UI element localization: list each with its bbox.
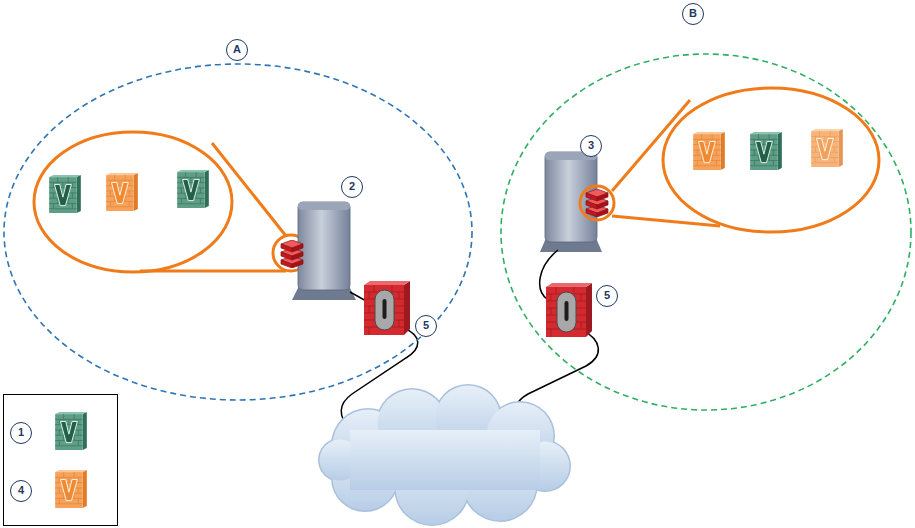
callout-number: 5 bbox=[596, 285, 618, 307]
region-boundary: A bbox=[2, 38, 474, 402]
perimeter-firewall-icon bbox=[546, 283, 592, 337]
vfirewall-stack-icon bbox=[586, 189, 608, 217]
orange-firewall-icon bbox=[811, 129, 843, 167]
legend-number: 4 bbox=[10, 480, 32, 502]
orange-firewall-icon bbox=[693, 132, 725, 170]
server-tower bbox=[292, 202, 356, 300]
vfirewall-stack-icon bbox=[281, 240, 303, 268]
legend-green-firewall-icon bbox=[55, 412, 87, 450]
region-label: A bbox=[226, 39, 248, 61]
perimeter-firewall-icon bbox=[364, 281, 410, 335]
green-firewall-icon bbox=[750, 132, 782, 170]
callout-number: 3 bbox=[580, 135, 602, 157]
dashed-ellipse bbox=[501, 54, 911, 410]
callout-number: 5 bbox=[415, 315, 437, 337]
green-firewall-icon bbox=[49, 175, 81, 213]
region-boundary: B bbox=[500, 2, 914, 412]
dashed-ellipse bbox=[4, 64, 472, 400]
legend-orange-firewall-icon bbox=[55, 470, 87, 508]
orange-firewall-icon bbox=[106, 173, 138, 211]
green-firewall-icon bbox=[177, 170, 209, 208]
legend-number: 1 bbox=[10, 422, 32, 444]
zoom-callout bbox=[34, 132, 309, 272]
region-outline bbox=[2, 38, 474, 402]
region-outline bbox=[500, 2, 914, 412]
region-label: B bbox=[682, 3, 704, 25]
internet-cloud bbox=[318, 384, 571, 526]
zoom-callout bbox=[580, 88, 879, 232]
callout-number: 2 bbox=[341, 176, 363, 198]
legend-box bbox=[4, 395, 118, 526]
